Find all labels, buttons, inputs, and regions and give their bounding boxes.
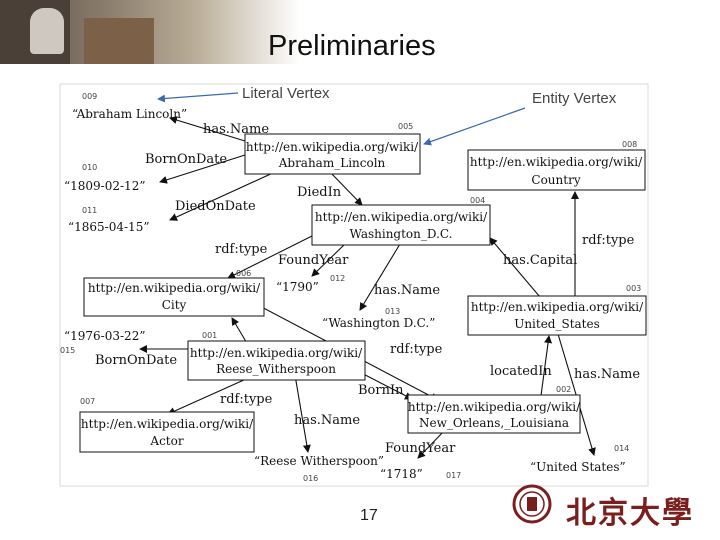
- edge-label-rdf-type: rdf:type: [390, 342, 443, 357]
- svg-text:“1976-03-22”: “1976-03-22”: [64, 329, 145, 343]
- svg-text:City: City: [162, 298, 187, 312]
- edge-label-has-capital: has.Capital: [503, 253, 577, 268]
- entity-vertex-caption: Entity Vertex: [532, 90, 617, 107]
- edge-line: [227, 231, 321, 279]
- literal-caption-arrow: [157, 92, 239, 103]
- svg-text:United_States: United_States: [514, 317, 600, 331]
- literal-node-017: “1718” 017: [380, 467, 461, 481]
- edge-line: [159, 154, 246, 184]
- svg-text:http://en.wikipedia.org/wiki/: http://en.wikipedia.org/wiki/: [315, 210, 488, 224]
- literal-node-013: 013 “Washington D.C.”: [322, 307, 435, 330]
- svg-text:014: 014: [614, 444, 629, 453]
- svg-text:017: 017: [446, 471, 461, 480]
- svg-text:006: 006: [236, 269, 251, 278]
- edge-line: [329, 171, 363, 206]
- svg-text:008: 008: [622, 140, 637, 149]
- literal-node-014: 014 “United States”: [530, 444, 629, 474]
- edge-line: [359, 243, 401, 311]
- svg-text:016: 016: [303, 474, 318, 483]
- svg-text:003: 003: [626, 284, 641, 293]
- edge-label-rdf-type: rdf:type: [220, 392, 273, 407]
- university-seal-icon: [512, 484, 552, 524]
- entity-node-007: 007 http://en.wikipedia.org/wiki/ Actor: [79, 397, 255, 453]
- literal-node-010: 010 “1809-02-12”: [64, 163, 145, 193]
- edge-line: [489, 237, 541, 298]
- entity-node-008: 008 http://en.wikipedia.org/wiki/ Countr…: [467, 140, 646, 191]
- svg-text:004: 004: [470, 196, 485, 205]
- edge-label-found-year: FoundYear: [385, 441, 456, 456]
- svg-text:http://en.wikipedia.org/wiki/: http://en.wikipedia.org/wiki/: [81, 417, 254, 431]
- literal-node-009: 009 “Abraham Lincoln”: [72, 92, 187, 121]
- entity-node-001: 001 http://en.wikipedia.org/wiki/ Reese_…: [187, 331, 366, 381]
- svg-text:“Washington D.C.”: “Washington D.C.”: [322, 316, 435, 330]
- svg-text:015: 015: [60, 346, 75, 355]
- svg-text:001: 001: [202, 331, 217, 340]
- edge-line: [169, 171, 276, 221]
- svg-text:“1718”: “1718”: [380, 467, 423, 481]
- svg-text:“Abraham Lincoln”: “Abraham Lincoln”: [72, 107, 187, 121]
- svg-text:011: 011: [82, 206, 97, 215]
- svg-text:New_Orleans,_Louisiana: New_Orleans,_Louisiana: [419, 416, 569, 430]
- svg-text:Actor: Actor: [149, 434, 183, 448]
- edge-label-has-name: has.Name: [374, 283, 440, 298]
- literal-node-012: “1790” 012: [276, 274, 345, 294]
- entity-node-002: 002 http://en.wikipedia.org/wiki/ New_Or…: [407, 385, 581, 434]
- svg-text:007: 007: [80, 397, 95, 406]
- svg-text:“1809-02-12”: “1809-02-12”: [64, 179, 145, 193]
- svg-text:Reese_Witherspoon: Reese_Witherspoon: [216, 362, 336, 376]
- entity-node-006: 006 http://en.wikipedia.org/wiki/ City: [83, 269, 265, 317]
- edge-line: [539, 335, 553, 404]
- edge-label-has-name: has.Name: [574, 367, 640, 382]
- svg-text:“1865-04-15”: “1865-04-15”: [68, 220, 149, 234]
- edge-line: [167, 374, 256, 415]
- svg-text:012: 012: [330, 274, 345, 283]
- svg-text:005: 005: [398, 122, 413, 131]
- edge-label-rdf-type: rdf:type: [215, 242, 268, 257]
- edge-label-born-in: BornIn: [358, 383, 404, 398]
- svg-text:002: 002: [556, 385, 571, 394]
- edge-label-rdf-type: rdf:type: [582, 233, 635, 248]
- entity-node-005: 005 http://en.wikipedia.org/wiki/ Abraha…: [244, 122, 421, 175]
- svg-text:“United States”: “United States”: [530, 460, 626, 474]
- literal-node-015: “1976-03-22” 015: [60, 329, 145, 355]
- edge-label-located-in: locatedIn: [490, 364, 552, 379]
- slide-title: Preliminaries: [268, 30, 436, 62]
- svg-text:http://en.wikipedia.org/wiki/: http://en.wikipedia.org/wiki/: [408, 400, 581, 414]
- edge-label-born-on-date: BornOnDate: [145, 152, 227, 167]
- svg-text:Abraham_Lincoln: Abraham_Lincoln: [278, 156, 386, 170]
- entity-node-003: 003 http://en.wikipedia.org/wiki/ United…: [467, 284, 647, 336]
- edge-line: [169, 116, 246, 142]
- page-number: 17: [360, 507, 378, 524]
- svg-text:http://en.wikipedia.org/wiki/: http://en.wikipedia.org/wiki/: [470, 155, 643, 169]
- edge-label-born-on-date: BornOnDate: [95, 353, 177, 368]
- svg-text:013: 013: [385, 307, 400, 316]
- edge-label-has-name: has.Name: [203, 122, 269, 137]
- svg-text:010: 010: [82, 163, 97, 172]
- edge-label-has-name: has.Name: [294, 413, 360, 428]
- literal-node-011: 011 “1865-04-15”: [68, 206, 149, 234]
- university-logo-text: 北京大學: [566, 496, 694, 531]
- svg-text:http://en.wikipedia.org/wiki/: http://en.wikipedia.org/wiki/: [471, 300, 644, 314]
- entity-caption-arrow: [423, 107, 526, 146]
- literal-node-016: “Reese Witherspoon” 016: [254, 454, 384, 483]
- header-banner-image: [0, 0, 300, 64]
- svg-text:Washington_D.C.: Washington_D.C.: [350, 227, 453, 241]
- svg-text:“Reese Witherspoon”: “Reese Witherspoon”: [254, 454, 384, 468]
- edge-line: [417, 429, 446, 459]
- literal-vertex-caption: Literal Vertex: [242, 85, 330, 102]
- svg-text:“1790”: “1790”: [276, 280, 319, 294]
- svg-text:Country: Country: [531, 173, 580, 187]
- svg-text:http://en.wikipedia.org/wiki/: http://en.wikipedia.org/wiki/: [190, 346, 363, 360]
- entity-node-004: 004 http://en.wikipedia.org/wiki/ Washin…: [311, 196, 491, 246]
- edge-label-found-year: FoundYear: [278, 253, 349, 268]
- edge-line: [294, 374, 311, 453]
- svg-text:http://en.wikipedia.org/wiki/: http://en.wikipedia.org/wiki/: [246, 140, 419, 154]
- svg-text:009: 009: [82, 92, 97, 101]
- edge-line: [311, 243, 346, 277]
- edge-label-died-in: DiedIn: [297, 185, 342, 200]
- svg-text:http://en.wikipedia.org/wiki/: http://en.wikipedia.org/wiki/: [88, 281, 261, 295]
- edge-label-died-on-date: DiedOnDate: [175, 199, 256, 214]
